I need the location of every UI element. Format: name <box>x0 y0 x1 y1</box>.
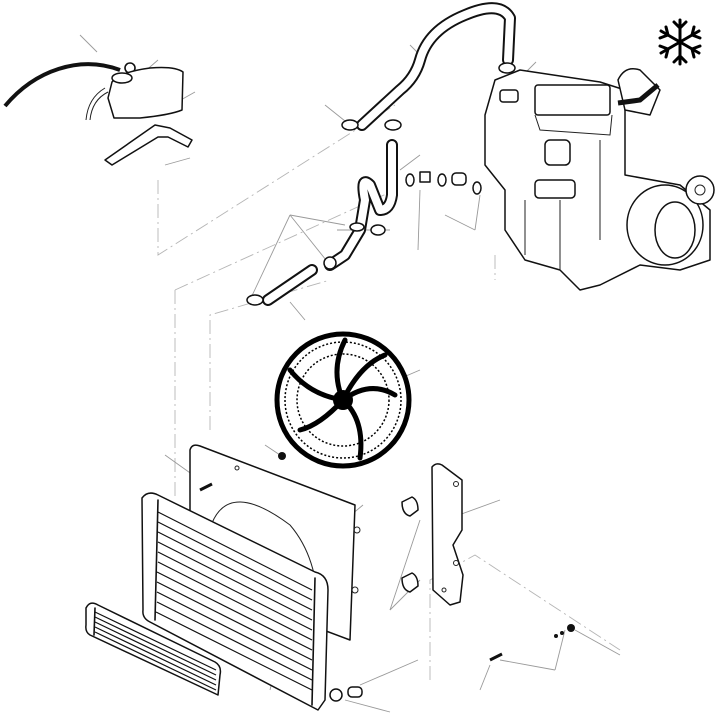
oil-cooler <box>85 602 222 696</box>
rubber-mount <box>401 496 419 593</box>
upper-radiator-hose <box>341 2 516 131</box>
engine <box>484 68 715 291</box>
bolt <box>199 482 213 492</box>
electric-fan <box>274 331 412 469</box>
tank-bracket <box>104 124 193 166</box>
radiator <box>141 492 329 711</box>
overflow-hose <box>3 62 121 108</box>
mounting-bracket <box>431 463 464 606</box>
fan-nut <box>278 452 286 460</box>
bolt-set <box>489 624 575 662</box>
snowflake-icon <box>658 18 702 66</box>
expansion-tank <box>85 66 184 121</box>
lower-hose-assembly <box>246 139 482 306</box>
drain-plug <box>329 686 363 702</box>
